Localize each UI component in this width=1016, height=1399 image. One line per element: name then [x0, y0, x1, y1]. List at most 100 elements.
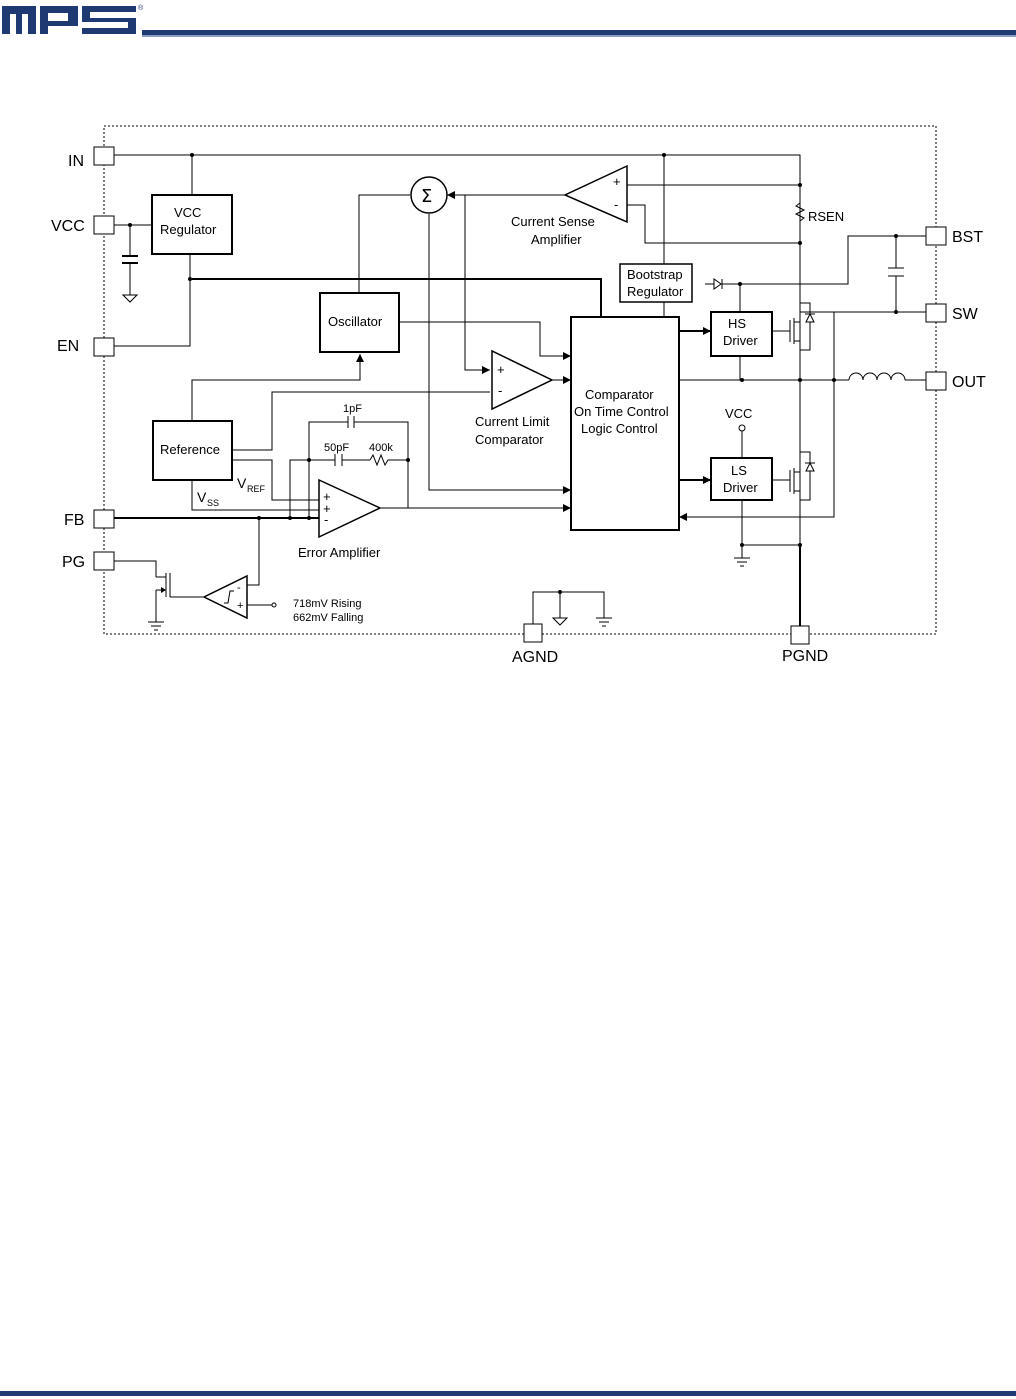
summing-node: Σ — [410, 176, 448, 214]
bootstrap-regulator-line1: Bootstrap — [627, 267, 683, 282]
comparator-line1: Comparator — [585, 387, 654, 402]
cap-50pf-label: 50pF — [324, 442, 349, 454]
pin-in-label: IN — [68, 153, 84, 170]
comparator-line3: Logic Control — [581, 421, 658, 436]
resistor-400k-icon: 400k — [369, 442, 393, 467]
pgc-minus: - — [237, 582, 241, 594]
comparator-line2: On Time Control — [574, 404, 669, 419]
vcc-regulator-line1: VCC — [174, 205, 201, 220]
error-amplifier: + + - Error Amplifier — [298, 478, 382, 560]
vcc-node-label: VCC — [725, 406, 752, 421]
current-limit-comparator: + - Current Limit Comparator — [475, 349, 554, 447]
current-sense-amplifier: + - Current Sense Amplifier — [511, 164, 628, 247]
oscillator-label: Oscillator — [328, 314, 383, 329]
header-rule — [142, 30, 1016, 35]
pin-in: IN — [68, 146, 115, 170]
hs-driver-line1: HS — [728, 316, 746, 331]
agnd-ground-icon — [551, 617, 569, 626]
pin-pgnd-label: PGND — [782, 648, 828, 665]
oscillator-block: Oscillator — [319, 292, 400, 353]
pin-out-label: OUT — [952, 374, 986, 391]
ea-minus: - — [324, 512, 328, 527]
comparator-logic-block: Comparator On Time Control Logic Control — [570, 316, 680, 531]
pin-bst: BST — [925, 226, 983, 246]
pin-en-label: EN — [57, 338, 79, 355]
clc-label-line2: Comparator — [475, 432, 544, 447]
ea-plus-2: + — [323, 501, 331, 516]
pin-fb-label: FB — [64, 512, 84, 529]
res-400k-label: 400k — [369, 442, 393, 454]
pin-pg-label: PG — [62, 554, 85, 571]
bootstrap-capacitor-icon — [888, 267, 904, 277]
rsen-label: RSEN — [808, 209, 844, 224]
cap-50pf-icon: 50pF — [324, 442, 349, 466]
pin-agnd-label: AGND — [512, 649, 558, 666]
bootstrap-diode-icon — [713, 278, 723, 290]
bootstrap-regulator-line2: Regulator — [627, 284, 684, 299]
ls-driver-block: LS Driver — [710, 457, 773, 501]
arrows — [356, 191, 711, 521]
pg-falling-threshold: 662mV Falling — [293, 612, 363, 624]
hs-driver-block: HS Driver — [710, 311, 773, 357]
vss-sub: SS — [207, 498, 219, 508]
cap-1pf-icon: 1pF — [343, 403, 362, 428]
vcc-cap-ground-icon — [121, 294, 139, 303]
vcc-node: VCC — [725, 406, 752, 432]
sigma-icon: Σ — [421, 186, 432, 207]
reference-block: Reference — [152, 420, 233, 481]
ls-mosfet-icon — [789, 451, 815, 501]
pg-comparator: - + 718mV Rising 662mV Falling — [202, 574, 363, 624]
pin-sw-label: SW — [952, 306, 979, 323]
pin-agnd: AGND — [512, 623, 558, 666]
pg-rising-threshold: 718mV Rising — [293, 598, 361, 610]
pin-en: EN — [57, 337, 115, 357]
csa-minus: - — [614, 197, 618, 212]
header-rule-shadow — [142, 35, 1016, 37]
header: ® mps — [2, 4, 1016, 37]
pgc-plus: + — [237, 600, 243, 612]
pin-out: OUT — [925, 371, 986, 391]
vref-sub: REF — [247, 484, 266, 494]
mps-logo: ® mps — [2, 4, 144, 34]
error-amplifier-label: Error Amplifier — [298, 545, 381, 560]
junctions — [128, 153, 898, 594]
pg-ground-icon — [148, 621, 164, 631]
ea-plus-1: + — [323, 489, 331, 504]
clc-label-line1: Current Limit — [475, 414, 550, 429]
vcc-regulator-line2: Regulator — [160, 222, 217, 237]
rsen-resistor-icon: RSEN — [794, 202, 844, 224]
clc-plus: + — [497, 362, 505, 377]
cap-1pf-label: 1pF — [343, 403, 362, 415]
inductor-icon — [848, 372, 906, 381]
pg-mosfet-icon — [156, 573, 171, 597]
footer-rule — [0, 1391, 1016, 1396]
ls-driver-line1: LS — [731, 463, 747, 478]
pin-vcc-label: VCC — [51, 218, 85, 235]
svg-text:®: ® — [138, 4, 144, 12]
ls-driver-line2: Driver — [723, 480, 758, 495]
csa-label-line2: Amplifier — [531, 232, 582, 247]
vref-main: V — [237, 475, 247, 491]
vcc-capacitor-icon — [122, 255, 138, 264]
pgnd-ground-icon — [596, 617, 612, 627]
vss-main: V — [197, 489, 207, 505]
pin-pgnd: PGND — [782, 625, 828, 665]
clc-minus: - — [498, 383, 502, 398]
vcc-regulator-block: VCC Regulator — [151, 194, 233, 255]
vss-label: V SS — [197, 489, 219, 508]
pin-vcc: VCC — [51, 215, 115, 235]
hs-driver-line2: Driver — [723, 333, 758, 348]
hs-mosfet-icon — [789, 302, 815, 351]
bootstrap-regulator-block: Bootstrap Regulator — [619, 263, 693, 303]
vref-label: V REF — [237, 475, 266, 494]
csa-label-line1: Current Sense — [511, 214, 595, 229]
pin-sw: SW — [925, 303, 979, 323]
pin-fb: FB — [64, 509, 115, 529]
csa-plus: + — [613, 174, 621, 189]
pin-bst-label: BST — [952, 229, 983, 246]
ls-ground-icon — [734, 557, 750, 567]
pin-pg: PG — [62, 551, 115, 571]
reference-label: Reference — [160, 442, 220, 457]
